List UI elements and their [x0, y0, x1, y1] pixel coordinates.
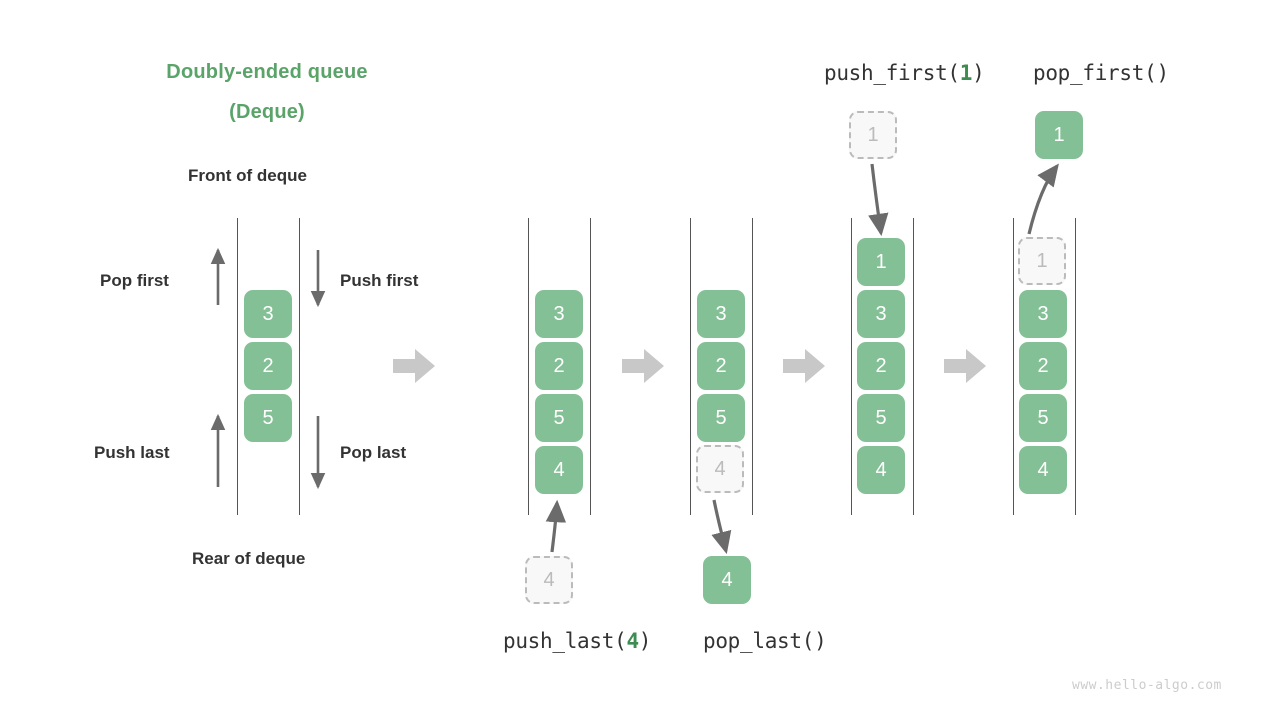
pop-last-result-box: 4 — [703, 556, 751, 604]
flow-arrow-1 — [393, 349, 435, 383]
panel3-item-1: 2 — [697, 342, 745, 390]
pop-first-result-box: 1 — [1035, 111, 1083, 159]
panel4-item-3: 5 — [857, 394, 905, 442]
front-of-deque-label: Front of deque — [188, 166, 307, 185]
pop-last-label: Pop last — [340, 443, 407, 462]
rear-of-deque-label: Rear of deque — [192, 549, 306, 568]
panel1-item-1: 2 — [244, 342, 292, 390]
watermark: www.hello-algo.com — [1072, 678, 1222, 693]
push-first-op-close: ) — [972, 61, 985, 85]
panel2-item-2: 5 — [535, 394, 583, 442]
panel1-rail-left — [237, 218, 238, 515]
push-last-operation-label: push_last(4) — [503, 629, 651, 653]
panel5-item-3: 5 — [1019, 394, 1067, 442]
flow-arrow-4 — [944, 349, 986, 383]
push-first-op-arg: 1 — [959, 61, 973, 85]
panel4-item-0: 1 — [857, 238, 905, 286]
panel2-item-0: 3 — [535, 290, 583, 338]
panel2-item-1: 2 — [535, 342, 583, 390]
pop-first-operation-label: pop_first() — [1033, 61, 1169, 85]
push-first-operation-label: push_first(1) — [824, 61, 985, 85]
flow-arrow-2 — [622, 349, 664, 383]
push-last-flow-arrow — [545, 499, 567, 553]
push-last-op-close: ) — [638, 629, 652, 653]
panel3-item-2: 5 — [697, 394, 745, 442]
pop-last-op-close: ) — [814, 629, 827, 653]
panel1-item-2: 5 — [244, 394, 292, 442]
panel5-rail-left — [1013, 218, 1014, 515]
pop-first-label: Pop first — [100, 271, 169, 290]
push-last-op-name: push_last( — [503, 629, 627, 653]
panel3-item-3-ghost: 4 — [696, 445, 744, 493]
push-last-source-box: 4 — [525, 556, 573, 604]
panel4-item-1: 3 — [857, 290, 905, 338]
push-first-label: Push first — [340, 271, 419, 290]
panel5-item-0-ghost: 1 — [1018, 237, 1066, 285]
pop-last-operation-label: pop_last() — [703, 629, 827, 653]
panel5-item-4: 4 — [1019, 446, 1067, 494]
panel3-rail-right — [752, 218, 753, 515]
panel5-rail-right — [1075, 218, 1076, 515]
pop-first-op-close: ) — [1156, 61, 1169, 85]
push-first-source-box: 1 — [849, 111, 897, 159]
panel3-item-0: 3 — [697, 290, 745, 338]
panel4-rail-right — [913, 218, 914, 515]
push-last-label: Push last — [94, 443, 170, 462]
push-last-op-arg: 4 — [626, 629, 639, 653]
panel2-rail-left — [528, 218, 529, 515]
panel1-rail-right — [299, 218, 300, 515]
flow-arrow-3 — [783, 349, 825, 383]
pop-first-op-name: pop_first( — [1033, 61, 1157, 85]
pop-first-flow-arrow — [1027, 163, 1059, 235]
pop-last-flow-arrow — [711, 499, 732, 555]
panel3-rail-left — [690, 218, 691, 515]
push-first-flow-arrow — [868, 163, 889, 237]
panel1-item-0: 3 — [244, 290, 292, 338]
push-first-op-name: push_first( — [824, 61, 960, 85]
panel5-item-1: 3 — [1019, 290, 1067, 338]
panel2-rail-right — [590, 218, 591, 515]
panel4-rail-left — [851, 218, 852, 515]
diagram-title-line2: (Deque) — [229, 101, 305, 123]
panel4-item-4: 4 — [857, 446, 905, 494]
panel5-item-2: 2 — [1019, 342, 1067, 390]
panel4-item-2: 2 — [857, 342, 905, 390]
pop-last-op-name: pop_last( — [703, 629, 815, 653]
diagram-title-line1: Doubly-ended queue — [166, 61, 368, 83]
panel2-item-3: 4 — [535, 446, 583, 494]
